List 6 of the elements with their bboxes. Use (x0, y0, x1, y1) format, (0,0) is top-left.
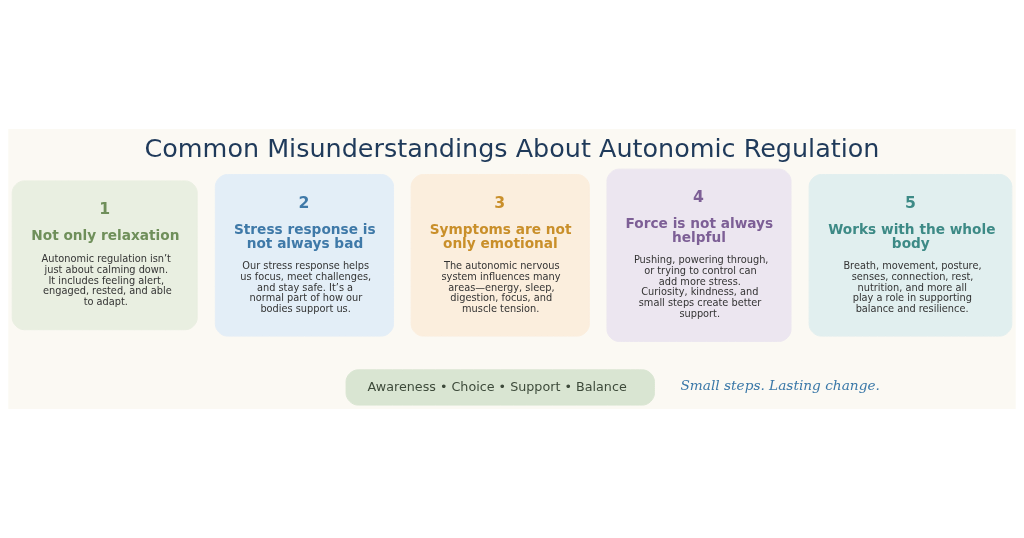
node-box: 3 Symptoms are not only emotional The autonomic nervous system influences many areas—energy, sleep, digestion, focus, and muscle tension. (410, 174, 590, 337)
node-box: 5 Works with the whole body Breath, movement, posture, senses, connection, rest, nutrition, and more all play a role in supporting balance and resilience. (808, 174, 1013, 337)
label: Small steps. Lasting change. (680, 377, 880, 394)
diagram-title: Common Misunderstandings About Autonomic Regulation (144, 133, 880, 164)
node-box: Awareness • Choice • Support • Balance (345, 369, 655, 406)
node-box: 2 Stress response is not always bad Our stress response helps us focus, meet challenges, and stay safe. It’s a normal part of how our bodies support us. (214, 174, 395, 337)
